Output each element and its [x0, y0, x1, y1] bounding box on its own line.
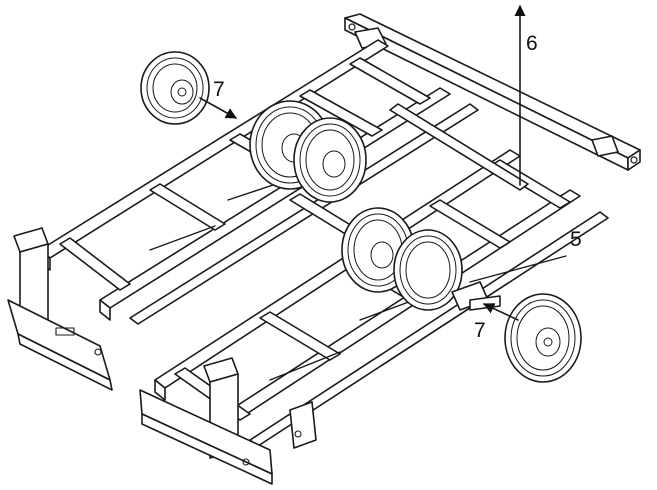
wheel-right-frame-2: [393, 229, 463, 311]
front-left-upright: [7, 227, 113, 391]
callout-label-7-bottom: 7: [474, 319, 486, 342]
callout-arrow-7-top: [199, 97, 237, 119]
callout-label-6: 6: [526, 32, 538, 55]
callout-label-7-top: 7: [213, 78, 225, 101]
rear-cross-beam: [344, 13, 641, 171]
front-right-upright: [139, 357, 317, 485]
callout-leader-5: [469, 255, 567, 283]
loose-wheel-bottom-right: [504, 293, 582, 383]
loose-wheel-top-left: [140, 51, 210, 125]
wheel-left-frame-2: [293, 117, 367, 203]
callout-label-5: 5: [570, 228, 582, 251]
callout-arrow-7-bottom: [482, 303, 519, 321]
